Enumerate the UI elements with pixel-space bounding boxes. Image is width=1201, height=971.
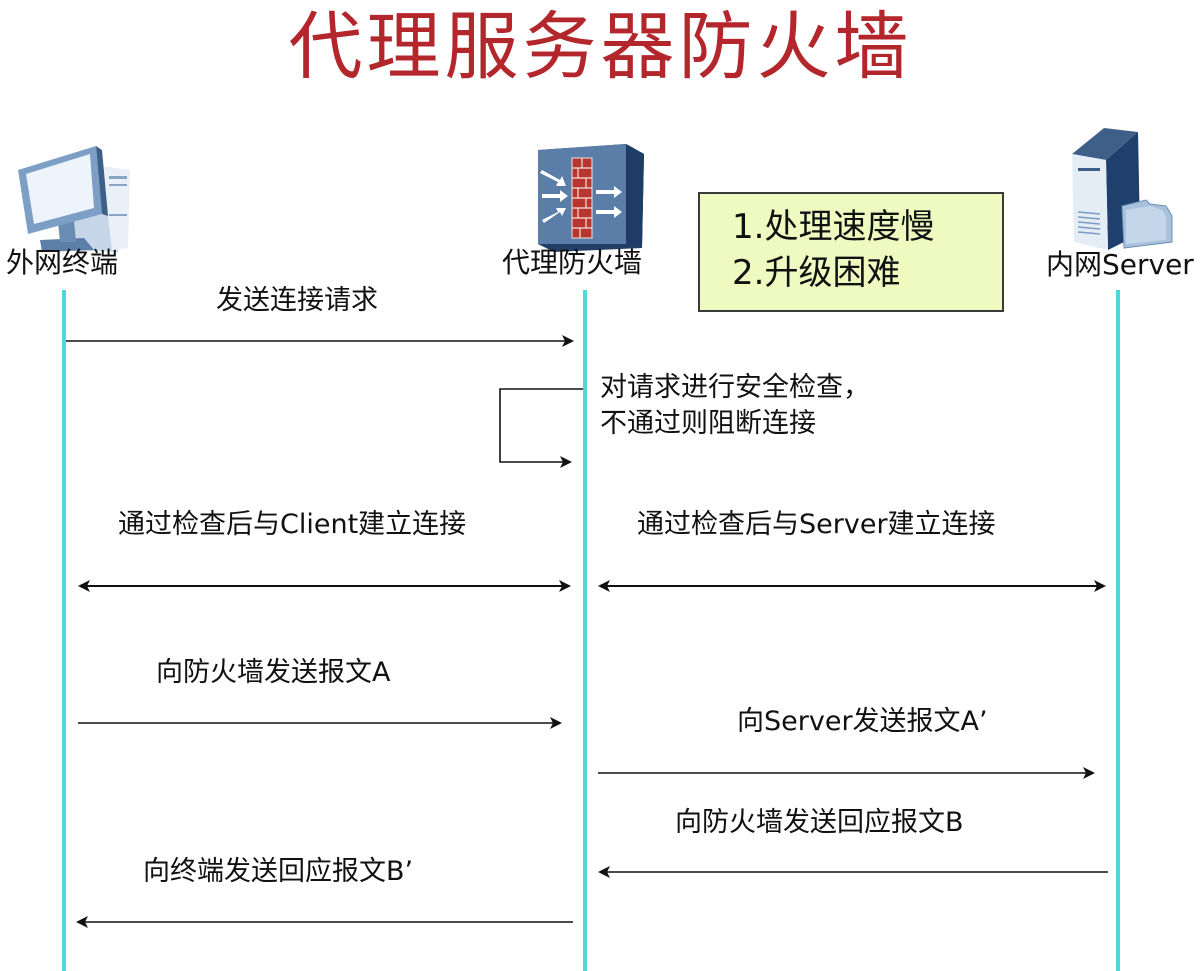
participant-label-server: 内网Server bbox=[1046, 248, 1194, 281]
message-label-reply-b: 向防火墙发送回应报文B bbox=[675, 807, 964, 838]
arrow-security-check-loop bbox=[499, 388, 583, 468]
security-check-line: 对请求进行安全检查， bbox=[600, 372, 870, 403]
drawback-item: 1.处理速度慢 bbox=[732, 207, 935, 247]
message-label-server-connection: 通过检查后与Server建立连接 bbox=[637, 509, 996, 540]
participant-label-client: 外网终端 bbox=[6, 246, 119, 279]
drawbacks-callout: 1.处理速度慢 2.升级困难 bbox=[698, 192, 1004, 312]
message-label-client-connection: 通过检查后与Client建立连接 bbox=[118, 509, 467, 540]
desktop-computer-icon bbox=[18, 146, 130, 252]
firewall-icon bbox=[538, 144, 644, 252]
drawback-item: 2.升级困难 bbox=[732, 253, 901, 293]
server-icon bbox=[1072, 128, 1173, 250]
participant-label-firewall: 代理防火墙 bbox=[502, 246, 643, 279]
message-label-packet-a: 向防火墙发送报文A bbox=[156, 657, 391, 688]
message-label-reply-b-prime: 向终端发送回应报文B’ bbox=[143, 856, 414, 887]
security-check-note: 对请求进行安全检查， 不通过则阻断连接 bbox=[600, 370, 870, 442]
diagram-title: 代理服务器防火墙 bbox=[288, 4, 913, 90]
security-check-line: 不通过则阻断连接 bbox=[600, 408, 816, 439]
message-label-packet-a-prime: 向Server发送报文A’ bbox=[737, 706, 988, 737]
message-label-connect-request: 发送连接请求 bbox=[216, 285, 378, 316]
